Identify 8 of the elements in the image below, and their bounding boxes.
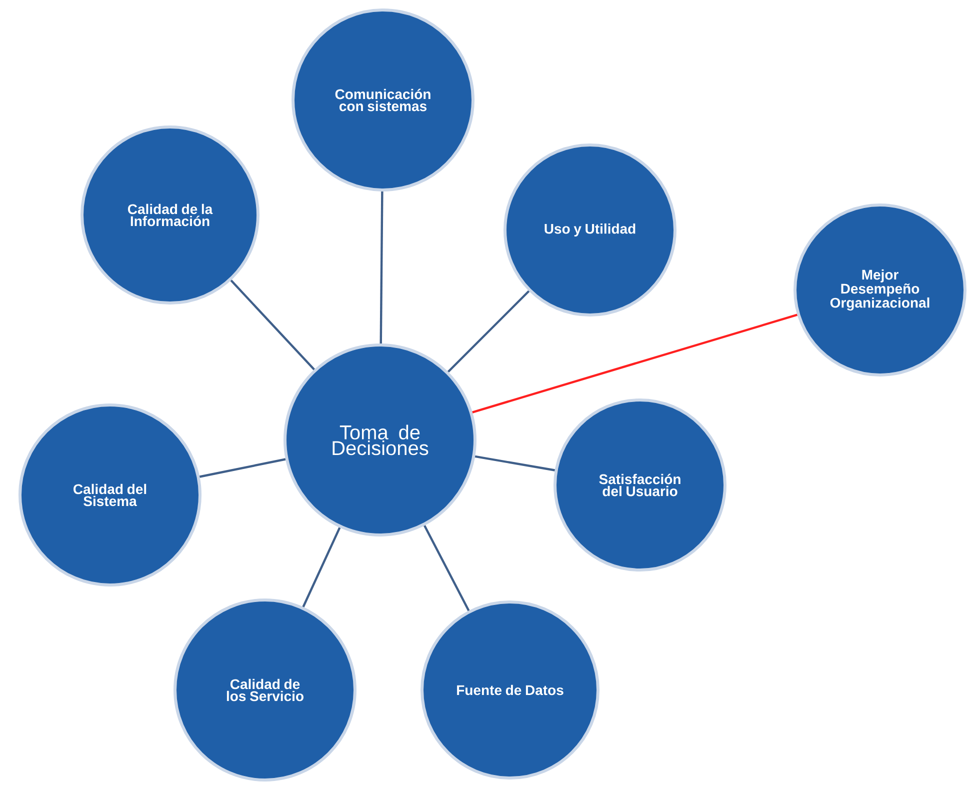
connector-line — [447, 290, 530, 373]
connector-line — [199, 458, 286, 478]
connector-line — [380, 191, 384, 344]
connector-line — [302, 527, 341, 608]
connector-line — [230, 280, 315, 370]
connector-line — [474, 455, 555, 472]
connector-line — [424, 525, 470, 612]
connector-line — [472, 314, 798, 414]
